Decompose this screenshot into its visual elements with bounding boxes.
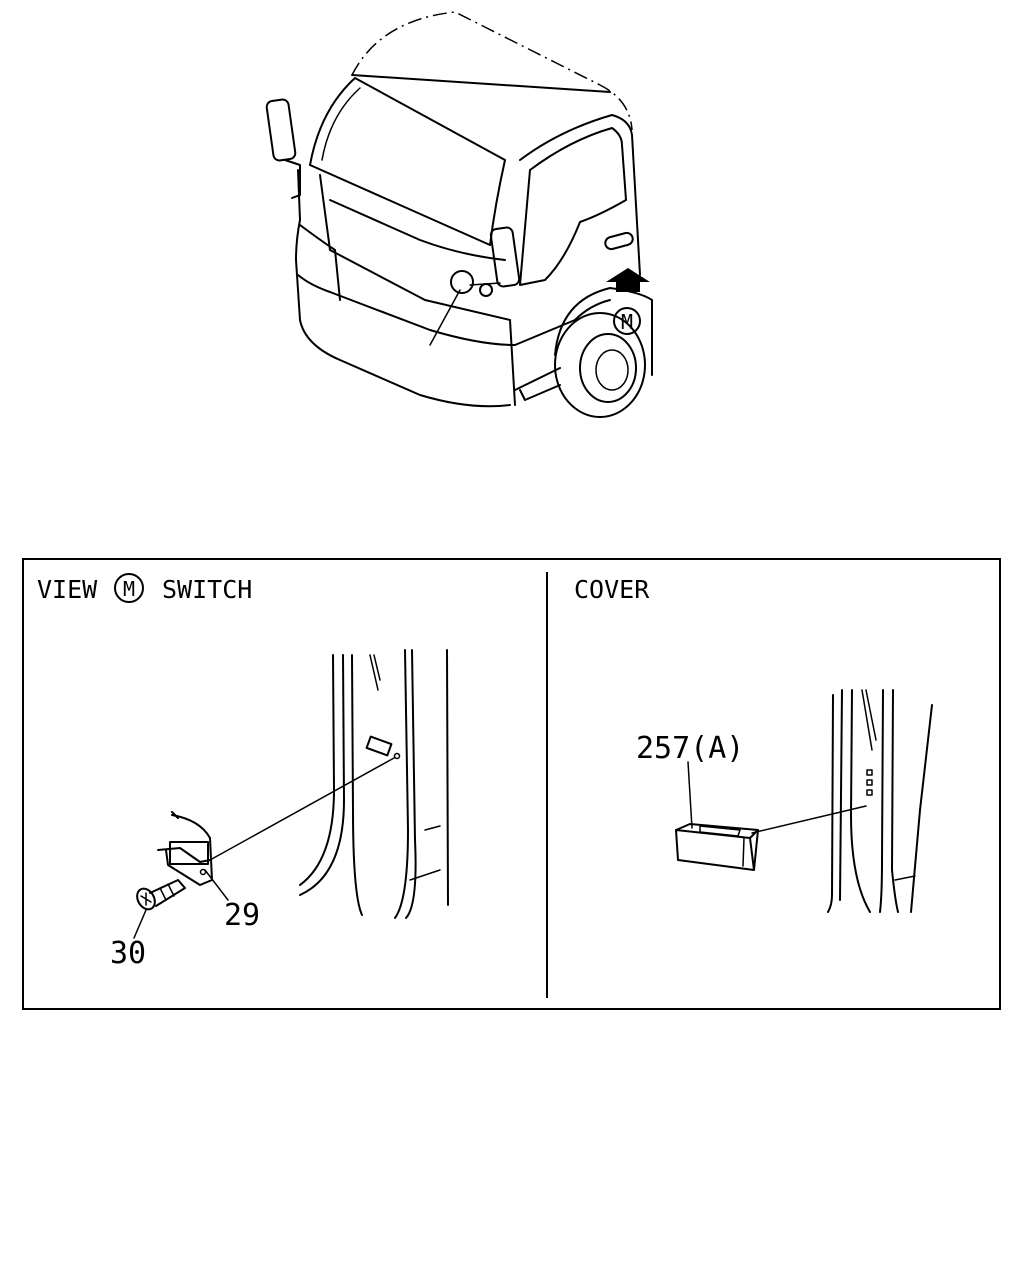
label-part-29: 29	[224, 898, 260, 933]
view-callout-marker	[613, 307, 641, 335]
view-label: VIEW	[37, 575, 98, 604]
screw-part-30	[136, 879, 186, 911]
view-arrow-icon	[606, 268, 650, 292]
view-callout-letter: M	[621, 310, 633, 334]
view-marker-letter: M	[123, 577, 135, 601]
switch-part-29	[157, 811, 213, 886]
truck-cab-illustration: M	[265, 11, 653, 418]
label-part-30: 30	[110, 936, 146, 971]
detail-frame	[22, 558, 1001, 1010]
cover-part-257a	[675, 823, 759, 871]
cover-panel: COVER 257(A)	[574, 575, 933, 913]
label-part-257a: 257(A)	[636, 731, 744, 766]
view-marker-circle	[114, 573, 144, 603]
switch-label: SWITCH	[162, 575, 252, 604]
view-switch-panel: VIEW M SWITCH 29	[37, 573, 449, 971]
cover-label: COVER	[574, 575, 650, 604]
